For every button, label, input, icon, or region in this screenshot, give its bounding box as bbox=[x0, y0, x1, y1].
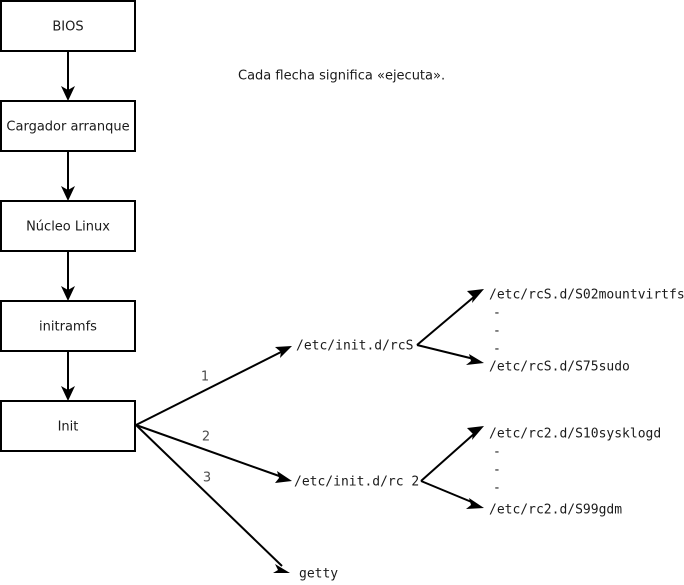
box-init-rect bbox=[0, 400, 136, 452]
label-rc2-last-script: /etc/rc2.d/S99gdm bbox=[489, 503, 622, 518]
branch-number-1: 1 bbox=[201, 370, 209, 385]
label-rcs-script: /etc/init.d/rcS bbox=[296, 339, 413, 354]
branch-number-3: 3 bbox=[203, 471, 211, 486]
mid-column-labels: /etc/init.d/rcS /etc/init.d/rc 2 getty bbox=[294, 339, 419, 582]
diagram-caption: Cada flecha significa «ejecuta». bbox=[238, 69, 445, 84]
box-bootloader[interactable]: Cargador arranque bbox=[0, 100, 136, 152]
box-init-label: Init bbox=[58, 420, 79, 435]
label-rcs-first-script: /etc/rcS.d/S02mountvirtfs bbox=[489, 288, 684, 303]
rcs-ellipsis-dash-2: - bbox=[493, 324, 501, 339]
branch-number-labels: 1 2 3 bbox=[201, 370, 211, 486]
rc2-ellipsis-dash-2: - bbox=[493, 463, 501, 478]
box-bios[interactable]: BIOS bbox=[0, 0, 136, 52]
label-rc2-script: /etc/init.d/rc 2 bbox=[294, 475, 419, 490]
rcs-fanout: /etc/rcS.d/S02mountvirtfs /etc/rcS.d/S75… bbox=[416, 288, 684, 375]
arrow-rcs-to-sudo bbox=[416, 344, 484, 365]
arrow-initramfs-to-init bbox=[61, 351, 75, 401]
rcs-ellipsis-dash-1: - bbox=[493, 306, 501, 321]
box-initramfs-label: initramfs bbox=[39, 320, 97, 335]
arrow-bootloader-to-kernel bbox=[61, 151, 75, 201]
arrow-init-to-rcs bbox=[135, 346, 292, 426]
arrow-bios-to-bootloader bbox=[61, 51, 75, 101]
arrow-rcs-to-mountvirtfs bbox=[416, 289, 484, 346]
boot-stage-boxes: BIOS Cargador arranque Núcleo Linux init… bbox=[0, 0, 136, 452]
arrow-rc2-to-gdm bbox=[420, 480, 484, 509]
arrow-init-to-rc2 bbox=[135, 424, 292, 483]
box-bios-label: BIOS bbox=[52, 20, 83, 35]
box-bios-rect bbox=[0, 0, 136, 52]
rcs-ellipsis-dash-3: - bbox=[493, 342, 501, 357]
rc2-fanout: /etc/rc2.d/S10sysklogd /etc/rc2.d/S99gdm… bbox=[420, 426, 661, 518]
box-kernel-rect bbox=[0, 200, 136, 252]
arrow-kernel-to-initramfs bbox=[61, 251, 75, 301]
branch-number-2: 2 bbox=[202, 430, 210, 445]
rc2-ellipsis-dash-1: - bbox=[493, 445, 501, 460]
box-bootloader-label: Cargador arranque bbox=[6, 120, 129, 135]
box-initramfs[interactable]: initramfs bbox=[0, 300, 136, 352]
box-kernel-label: Núcleo Linux bbox=[26, 220, 110, 235]
arrow-rc2-to-sysklogd bbox=[420, 426, 484, 482]
init-fanout-arrows bbox=[135, 346, 292, 573]
rc2-ellipsis-dash-3: - bbox=[493, 481, 501, 496]
label-rc2-first-script: /etc/rc2.d/S10sysklogd bbox=[489, 427, 661, 442]
vertical-flow-arrows bbox=[61, 51, 75, 401]
box-init[interactable]: Init bbox=[0, 400, 136, 452]
label-rcs-last-script: /etc/rcS.d/S75sudo bbox=[489, 360, 630, 375]
arrow-init-to-getty bbox=[135, 424, 290, 573]
box-kernel[interactable]: Núcleo Linux bbox=[0, 200, 136, 252]
label-getty-process: getty bbox=[299, 567, 338, 582]
